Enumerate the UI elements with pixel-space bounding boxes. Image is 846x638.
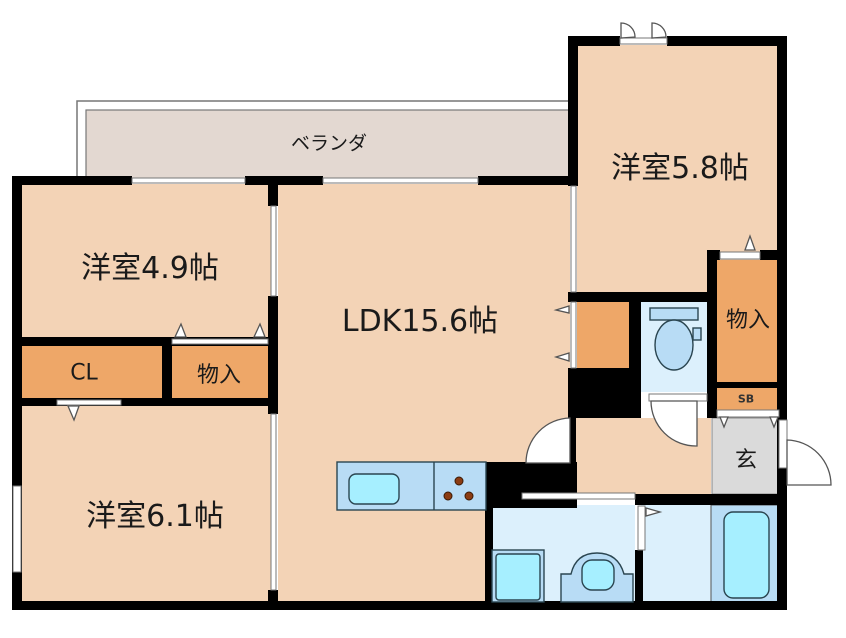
washroom-fixtures bbox=[491, 511, 770, 603]
label-western-5-8: 洋室5.8帖 bbox=[611, 151, 749, 186]
pantry bbox=[577, 302, 629, 368]
walls bbox=[12, 36, 787, 610]
label-shoe-box: SB bbox=[737, 392, 755, 406]
sink-icon bbox=[348, 473, 400, 505]
shoe-box bbox=[716, 388, 778, 410]
windows bbox=[12, 37, 788, 591]
label-storage-left: 物入 bbox=[196, 363, 242, 388]
kitchen-counter bbox=[336, 461, 487, 511]
toilet-icon bbox=[649, 307, 702, 371]
room-western-4-9 bbox=[20, 184, 272, 340]
label-closet-cl: CL bbox=[70, 360, 98, 386]
storage-left bbox=[172, 346, 268, 398]
storage-right bbox=[716, 260, 778, 382]
label-entrance: 玄 bbox=[734, 448, 758, 473]
label-veranda: ベランダ bbox=[290, 132, 368, 155]
label-western-6-1: 洋室6.1帖 bbox=[86, 499, 224, 534]
room-western-6-1 bbox=[20, 404, 272, 602]
label-western-4-9: 洋室4.9帖 bbox=[81, 251, 219, 286]
bath-anteroom bbox=[641, 505, 711, 602]
bathtub-icon bbox=[723, 511, 770, 599]
label-storage-right: 物入 bbox=[725, 308, 771, 333]
door-swings bbox=[67, 22, 832, 517]
closet-cl bbox=[22, 346, 162, 398]
stove-burners-icon bbox=[443, 476, 474, 501]
veranda bbox=[76, 100, 573, 182]
label-ldk: LDK15.6帖 bbox=[341, 304, 499, 339]
